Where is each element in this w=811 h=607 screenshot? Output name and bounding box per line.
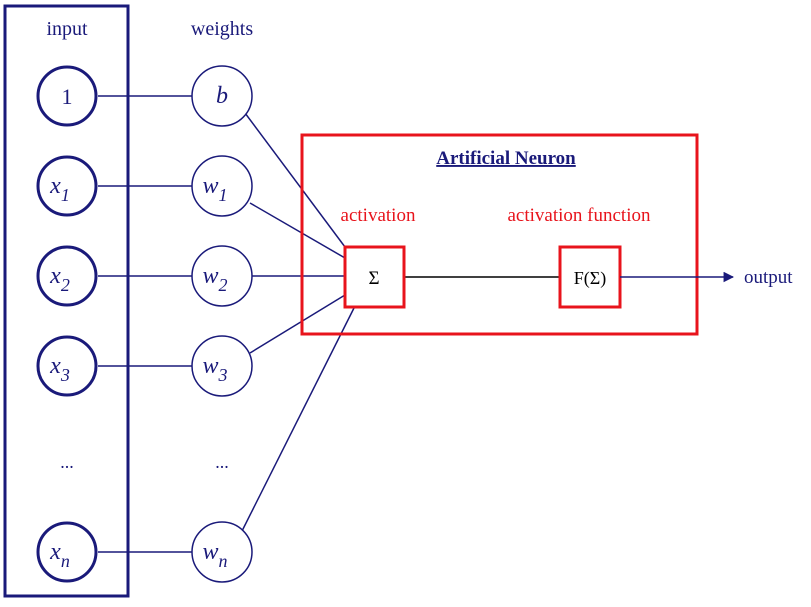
- input-nodes: [36, 65, 98, 583]
- activation-function-label: activation function: [508, 205, 651, 226]
- input-node-label: 1: [62, 84, 73, 109]
- weight-node-label: w2: [202, 263, 227, 295]
- sum-box: [343, 245, 406, 309]
- weight-node: [191, 155, 253, 217]
- artificial-neuron-box: [300, 133, 699, 336]
- function-symbol: F(Σ): [574, 268, 606, 289]
- activation-label: activation: [341, 205, 416, 226]
- weight-node: [191, 245, 253, 307]
- weight-node: [191, 65, 253, 127]
- output-label: output: [744, 267, 793, 288]
- artificial-neuron-title: Artificial Neuron: [436, 148, 576, 169]
- weight-node-label: w3: [202, 353, 227, 385]
- weight-node: [191, 335, 253, 397]
- connection-line: [244, 112, 346, 248]
- input-node: [36, 521, 98, 583]
- input-node-label: xn: [49, 539, 70, 571]
- connection-line: [249, 294, 346, 354]
- input-node: [36, 65, 98, 127]
- weight-node-label: b: [216, 83, 228, 109]
- weight-nodes: [191, 65, 253, 583]
- input-node-label: x1: [49, 173, 70, 205]
- weight-node-label: wn: [202, 539, 227, 571]
- input-node: [36, 335, 98, 397]
- input-node-label: x2: [49, 263, 70, 295]
- weight-node-label: w1: [202, 173, 227, 205]
- input-node: [36, 245, 98, 307]
- weights-header: weights: [191, 18, 253, 40]
- weight-node: [191, 521, 253, 583]
- input-node-label: x3: [49, 353, 70, 385]
- input-weight-connections: [98, 95, 192, 553]
- input-node: [36, 155, 98, 217]
- sum-symbol: Σ: [368, 268, 379, 289]
- input-ellipsis: ...: [60, 452, 74, 472]
- weight-sum-connections: [239, 112, 356, 536]
- function-box: [558, 245, 622, 309]
- connection-line: [239, 305, 356, 536]
- input-box: [3, 4, 130, 598]
- weight-ellipsis: ...: [215, 452, 229, 472]
- input-header: input: [46, 18, 88, 40]
- connection-line: [249, 202, 346, 259]
